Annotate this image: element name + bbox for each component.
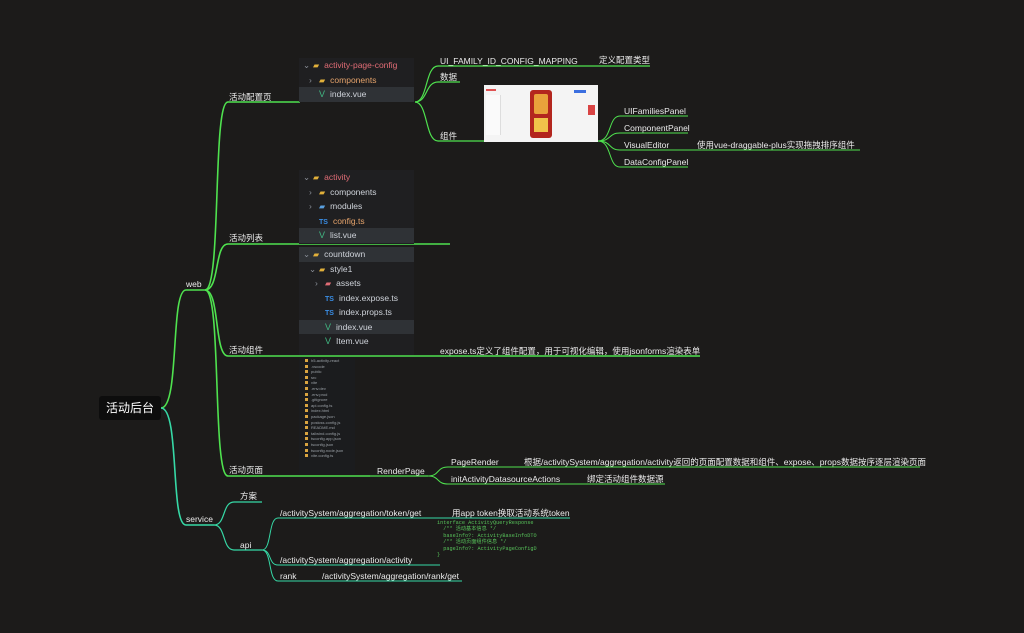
tree-row[interactable]: ›▰components <box>299 73 414 88</box>
tree-item-label: assets <box>336 278 361 288</box>
tree-item-label: index.expose.ts <box>338 292 399 303</box>
tree-folder-label: activity <box>324 172 351 182</box>
folder-icon: ▰ <box>319 75 326 85</box>
code-snippet-activity-response: interface ActivityQueryResponse { /** 活动… <box>437 520 537 559</box>
node-service[interactable]: service <box>186 514 213 524</box>
mini-tree-row: h5-activity-react <box>299 358 355 364</box>
node-activity-page[interactable]: 活动页面 <box>229 465 264 475</box>
tree-item-label: components <box>330 186 377 197</box>
tree-folder-label: countdown <box>324 249 366 259</box>
node-mapping-note[interactable]: 定义配置类型 <box>599 55 651 65</box>
node-components-note[interactable]: expose.ts定义了组件配置，用于可视化编辑，使用jsonforms渲染表单 <box>440 346 701 356</box>
node-token-note[interactable]: 用app token换取活动系统token <box>452 508 570 518</box>
mini-tree-row: src <box>299 375 355 381</box>
folder-icon: ▰ <box>319 202 326 211</box>
node-config-page[interactable]: 活动配置页 <box>229 92 272 102</box>
tree-item-label: config.ts <box>332 215 365 226</box>
mini-tree-row: .env.dev <box>299 386 355 392</box>
node-visual-editor-note[interactable]: 使用vue-draggable-plus实现拖拽排序组件 <box>697 140 855 150</box>
mini-tree-row: vite <box>299 380 355 386</box>
folder-open-icon: ▰ <box>313 61 320 70</box>
typescript-file-icon: TS <box>319 218 328 226</box>
tree-row[interactable]: ⌄▰activity <box>299 170 414 185</box>
node-panel-uifamilies[interactable]: UIFamiliesPanel <box>624 106 686 116</box>
node-rank[interactable]: rank <box>280 571 297 581</box>
tree-row[interactable]: ›▰components <box>299 185 414 200</box>
mini-tree-row: postcss.config.js <box>299 420 355 426</box>
node-web[interactable]: web <box>186 279 202 289</box>
mini-tree-row: index.html <box>299 408 355 414</box>
node-activity-list[interactable]: 活动列表 <box>229 233 264 243</box>
node-page-render-note[interactable]: 根据/activitySystem/aggregation/activity返回… <box>524 457 926 467</box>
tree-item-label: index.props.ts <box>338 307 392 317</box>
folder-open-icon: ▰ <box>313 173 320 182</box>
mini-tree-row: vite.config.ts <box>299 453 355 459</box>
folder-open-icon: ▰ <box>319 264 326 274</box>
node-api[interactable]: api <box>240 540 252 550</box>
tree-row[interactable]: ⌄▰activity-page-config <box>299 58 414 73</box>
node-activity-components[interactable]: 活动组件 <box>229 345 264 355</box>
node-data[interactable]: 数据 <box>440 72 458 82</box>
tree-item-label: index.vue <box>336 321 373 332</box>
node-datasource-note[interactable]: 绑定活动组件数据源 <box>587 474 664 484</box>
folder-open-icon: ▰ <box>313 250 320 259</box>
tree-row[interactable]: TS index.expose.ts <box>299 291 414 306</box>
vue-file-icon: V <box>325 336 332 346</box>
folder-icon: ▰ <box>319 187 326 197</box>
vue-file-icon: V <box>325 321 332 332</box>
typescript-file-icon: TS <box>325 310 334 317</box>
tree-row[interactable]: TS config.ts <box>299 214 414 229</box>
tree-folder-label: activity-page-config <box>324 60 398 70</box>
mini-tree-row: api.config.ts <box>299 403 355 409</box>
tree-row[interactable]: V Item.vue <box>299 334 414 349</box>
mini-tree-row: .gitignore <box>299 397 355 403</box>
mini-tree-row: tsconfig.app.json <box>299 436 355 442</box>
node-plan[interactable]: 方案 <box>240 491 258 501</box>
node-rank-get[interactable]: /activitySystem/aggregation/rank/get <box>322 571 460 581</box>
node-page-render[interactable]: PageRender <box>451 457 499 467</box>
root-node[interactable]: 活动后台 <box>99 396 161 420</box>
vue-file-icon: V <box>319 230 326 240</box>
typescript-file-icon: TS <box>325 295 334 303</box>
mini-tree-row: public <box>299 369 355 375</box>
mini-tree-row: tsconfig.json <box>299 442 355 448</box>
node-panel-dataconfig[interactable]: DataConfigPanel <box>624 157 689 167</box>
tree-item-label: index.vue <box>330 89 367 99</box>
node-panel-visual-editor[interactable]: VisualEditor <box>624 140 670 150</box>
mini-tree-row: .env.prod <box>299 392 355 398</box>
node-render-page[interactable]: RenderPage <box>377 466 425 476</box>
editor-screenshot-thumbnail <box>484 85 598 142</box>
tree-item-label: Item.vue <box>336 336 369 346</box>
mini-tree-row: tailwind.config.js <box>299 431 355 437</box>
tree-row[interactable]: ›▰assets <box>299 276 414 291</box>
assets-folder-icon: ▰ <box>325 279 332 288</box>
mini-tree-row: README.md <box>299 425 355 431</box>
project-tree-thumbnail: h5-activity-react .vscode public src vit… <box>299 358 355 474</box>
tree-row[interactable]: ⌄▰style1 <box>299 262 414 277</box>
tree-item-label: components <box>330 74 377 85</box>
vue-file-icon: V <box>319 89 326 99</box>
tree-row[interactable]: ›▰modules <box>299 199 414 214</box>
mini-tree-row: package.json <box>299 414 355 420</box>
mini-tree-row: .vscode <box>299 364 355 370</box>
node-token-get[interactable]: /activitySystem/aggregation/token/get <box>280 508 422 518</box>
node-datasource-actions[interactable]: initActivityDatasourceActions <box>451 474 561 484</box>
node-config-mapping[interactable]: UI_FAMILY_ID_CONFIG_MAPPING <box>440 56 578 66</box>
node-panel-component[interactable]: ComponentPanel <box>624 123 690 133</box>
tree-item-label: list.vue <box>330 230 357 240</box>
node-activity-api[interactable]: /activitySystem/aggregation/activity <box>280 555 413 565</box>
mini-tree-row: tsconfig.node.json <box>299 448 355 454</box>
tree-row[interactable]: TS index.props.ts <box>299 305 414 320</box>
tree-item-label: modules <box>330 201 363 211</box>
tree-row[interactable]: ⌄▰countdown <box>299 247 414 262</box>
tree-item-label: style1 <box>330 263 353 274</box>
node-component[interactable]: 组件 <box>440 131 458 141</box>
